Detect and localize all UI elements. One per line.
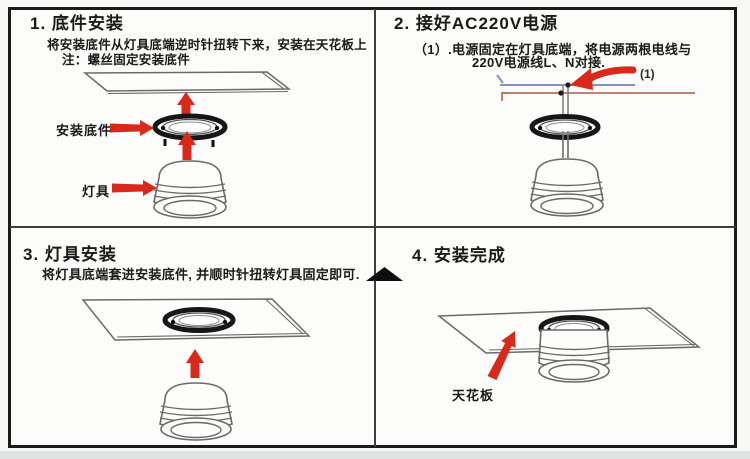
- label-ceiling: 天花板: [452, 388, 495, 403]
- panel1-drawing: [82, 71, 292, 219]
- panel4-title: 4. 安装完成: [412, 246, 506, 265]
- divider-triangle-marker: [366, 267, 403, 281]
- panel2-drawing: [496, 66, 695, 217]
- panel2-instruction-line2: 220V电源线L、N对接.: [472, 55, 606, 70]
- panel2-title: 2. 接好AC220V电源: [394, 14, 559, 33]
- mounting-ring-drawing: [162, 307, 236, 333]
- grid-divider-vertical: [374, 9, 376, 447]
- lamp-drawing: [153, 160, 227, 219]
- panel3-instruction-line1: 将灯具底端套进安装底件, 并顺时针扭转灯具固定即可.: [42, 267, 360, 282]
- panel3-drawing: [81, 298, 311, 441]
- panel1-title: 1. 底件安装: [30, 14, 124, 33]
- lamp-drawing: [159, 382, 233, 441]
- label-mounting-base: 安装底件: [56, 123, 113, 138]
- panel4-drawing: [436, 307, 702, 383]
- up-arrow-lamp-to-ceiling: [186, 349, 204, 378]
- label-lamp: 灯具: [82, 184, 111, 199]
- label-arrow-mounting-base: [110, 120, 154, 136]
- mounting-ring-drawing: [529, 114, 601, 140]
- panel2-instruction-line1: （1）.电源固定在灯具底端，将电源两根电线与: [414, 42, 692, 57]
- label-arrow-ceiling: [487, 331, 516, 380]
- up-arrow-base-to-ceiling: [177, 92, 195, 119]
- photo-bottom-margin: [0, 451, 750, 459]
- panel1-instruction-line1: 将安装底件从灯具底端逆时针扭转下来，安装在天花板上: [47, 38, 368, 52]
- panel3-title: 3. 灯具安装: [23, 245, 117, 264]
- power-wires-drawing: [496, 74, 695, 158]
- up-arrow-lamp-to-base: [178, 131, 196, 160]
- panel1-instruction-line2: 注：螺丝固定安装底件: [62, 53, 191, 67]
- lamp-drawing: [537, 329, 611, 383]
- label-callout-1: (1): [640, 67, 655, 81]
- lamp-drawing: [530, 158, 604, 217]
- label-arrow-lamp: [112, 180, 157, 196]
- grid-divider-horizontal: [10, 226, 736, 228]
- ceiling-panel-drawing: [82, 71, 292, 95]
- callout-arrow: [570, 66, 637, 90]
